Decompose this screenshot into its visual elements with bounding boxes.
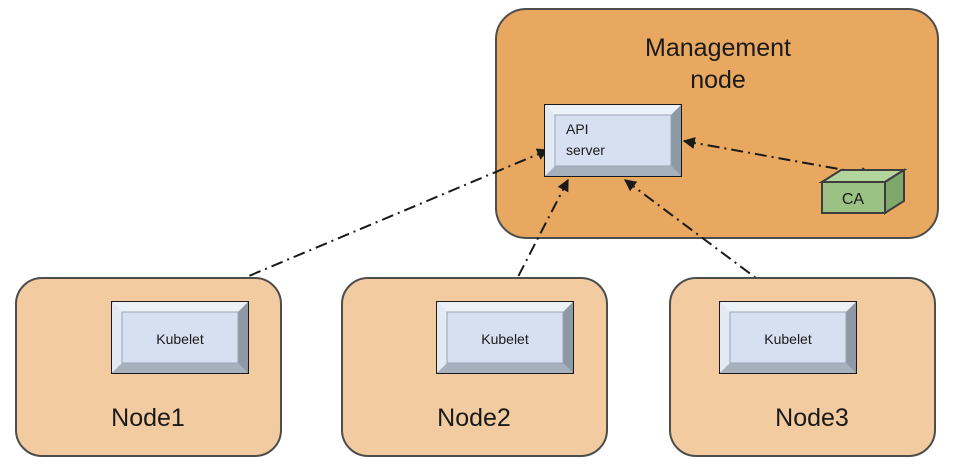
kubelet-box-2[interactable]: Kubelet [436, 301, 574, 374]
kubelet-face-2 [446, 311, 564, 364]
ca-box[interactable]: CA [818, 168, 908, 215]
ca-box-front-face [821, 181, 886, 214]
kubelet-label-1: Kubelet [156, 331, 204, 347]
node-label-2: Node2 [437, 404, 511, 432]
node-group-3[interactable]: Kubelet Node3 [669, 277, 936, 457]
kubelet-label-2: Kubelet [481, 331, 529, 347]
api-server-label-line1: API [566, 121, 589, 137]
kubelet-box-3[interactable]: Kubelet [719, 301, 857, 374]
management-node-label-line2: node [690, 66, 746, 94]
api-server-face [554, 114, 672, 167]
node-group-2[interactable]: Kubelet Node2 [341, 277, 608, 457]
node-label-3: Node3 [775, 404, 849, 432]
node-group-1[interactable]: Kubelet Node1 [15, 277, 282, 457]
management-node-label-line1: Management [645, 34, 791, 62]
kubelet-label-3: Kubelet [764, 331, 812, 347]
kubelet-face-3 [729, 311, 847, 364]
connector-api-server-to-kubelet1 [178, 148, 550, 307]
node-label-1: Node1 [111, 404, 185, 432]
kubelet-box-1[interactable]: Kubelet [111, 301, 249, 374]
api-server-box[interactable]: API server [544, 104, 682, 177]
connector-api-server-to-ca [682, 137, 874, 179]
api-server-label-line2: server [566, 142, 605, 158]
ca-box-label: CA [842, 191, 865, 208]
kubelet-face-1 [121, 311, 239, 364]
